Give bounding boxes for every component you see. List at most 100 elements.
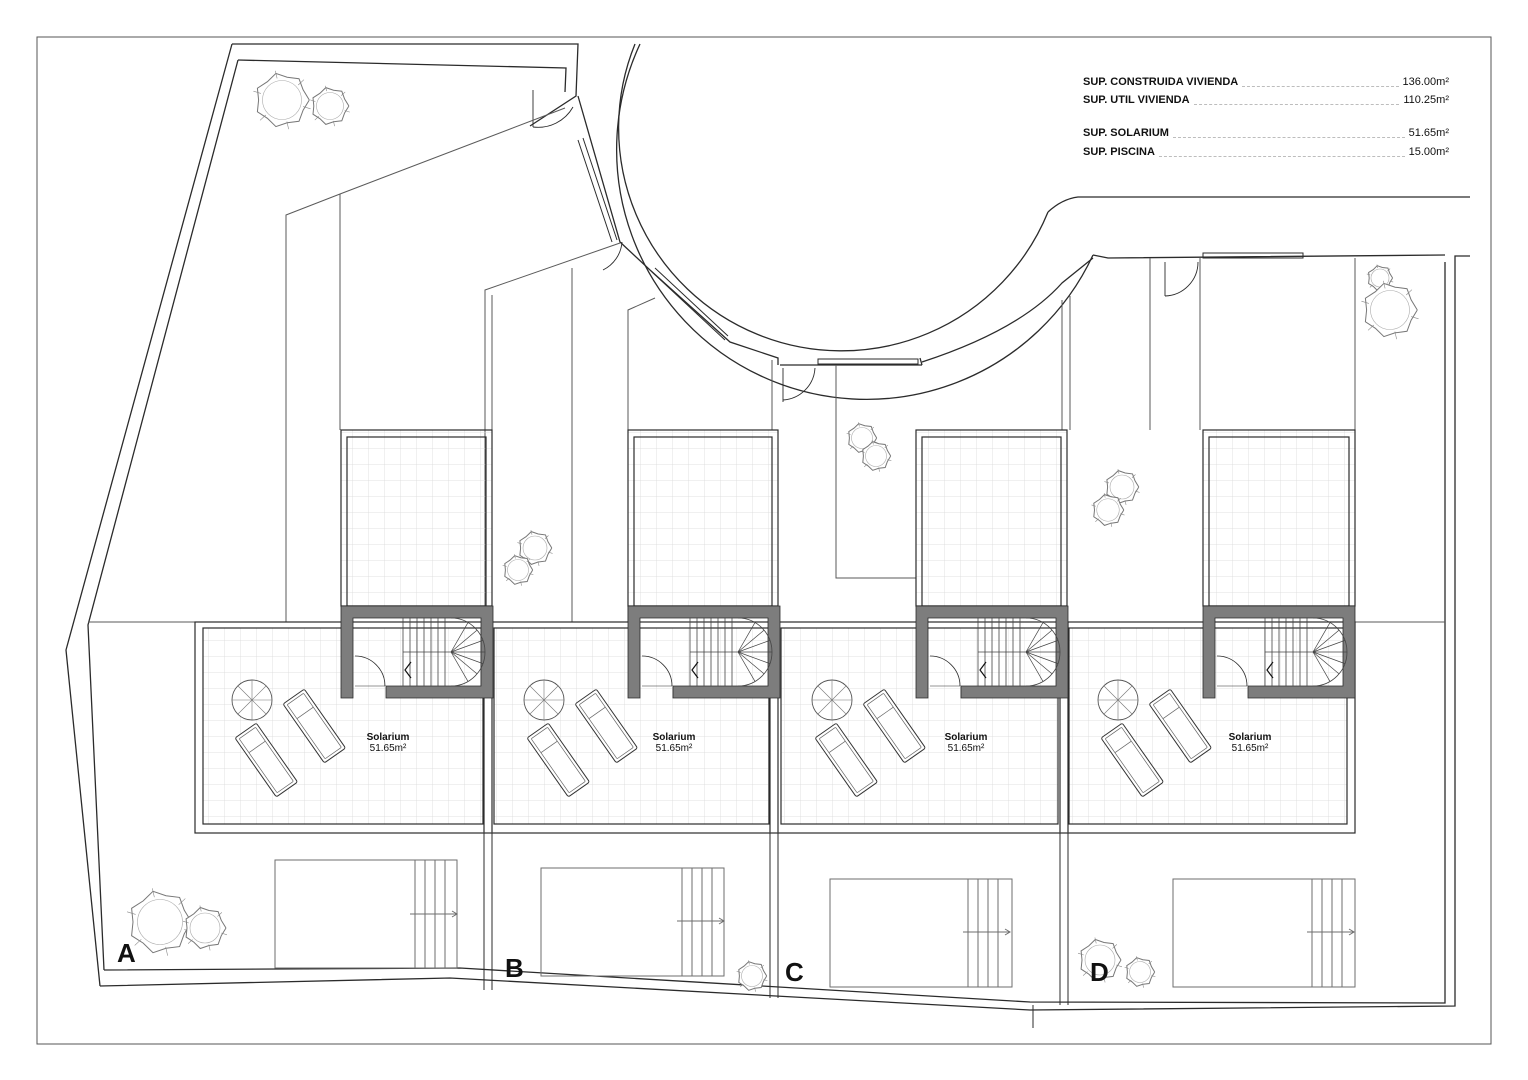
tree-inner-ring [189,912,221,944]
area-schedule-value: 15.00m² [1408,146,1449,158]
stair-core [915,605,1069,699]
tree-mark [134,939,142,946]
stair-tread [1312,651,1331,682]
stair-tread [737,622,756,653]
tree-mark [333,120,335,127]
tree-mark [275,70,278,79]
stair-core [1202,605,1356,699]
area-schedule-label: SUP. PISCINA [1083,146,1155,158]
tree-mark [1376,264,1379,269]
stair-arrow-icon [691,661,699,679]
stair-tread [1312,629,1340,653]
tree-mark [736,970,741,973]
parasol-rib [1117,685,1133,701]
lounger-frame [815,723,878,797]
tree-mark [1136,956,1138,961]
sun-lounger-icon [283,689,346,763]
stair-tread [450,622,469,653]
leader-line [1159,156,1405,157]
sun-lounger-icon [1101,723,1164,797]
tree-mark [887,459,892,462]
tree-mark [526,558,531,563]
solarium-area: 51.65m² [369,743,407,754]
tree-mark [344,110,350,113]
area-schedule-row: SUP. PISCINA 15.00m² [1083,146,1449,160]
area-schedule-label: SUP. SOLARIUM [1083,127,1169,139]
tree-inner-ring [507,559,529,581]
tree-mark [1117,468,1120,474]
tree-mark [1369,284,1373,288]
roof-terraces [340,429,1356,607]
stair-tread [737,640,771,653]
roundabout [577,43,1446,400]
stair-core [627,605,781,699]
parasol-rib [251,699,267,715]
lounger-cushion [1105,727,1160,793]
tree-inner-ring [1096,498,1120,522]
area-schedule-label: SUP. CONSTRUIDA VIVIENDA [1083,76,1239,88]
tree-mark [858,422,860,427]
tree-mark [1103,976,1106,983]
door-swings [532,90,1199,402]
solarium-label-a: Solarium 51.65m² [328,732,448,754]
stair-tread [1025,629,1053,653]
tree-icon [182,905,228,951]
window-openings [577,137,1304,365]
tree-mark [878,467,880,472]
tree-mark [341,91,346,96]
tree-inner-ring [522,535,548,561]
lower-plot-dividers [483,832,1069,1028]
lounger-cushion [531,727,586,793]
tree-mark [502,564,507,567]
solarium-label-d: Solarium 51.65m² [1190,732,1310,754]
tree-mark [763,979,768,982]
lounger-set [811,679,926,797]
lounger-hinge [828,740,846,753]
stair-tread [1025,640,1059,653]
lounger-frame [1101,723,1164,797]
stair-tread [737,651,765,675]
parasol-rib [831,699,847,715]
stair-tread [1025,651,1053,675]
tree-mark [1110,522,1113,527]
tree-icon [1124,956,1156,988]
stair-core [340,605,494,699]
tree-mark [547,551,553,554]
tree-mark [1120,513,1125,516]
lounger-hinge [1162,706,1180,719]
unit-label-a: A [117,938,136,968]
tree-mark [505,577,510,582]
tree-inner-ring [865,445,887,467]
solarium-title: Solarium [366,732,410,743]
tree-inner-ring [741,965,763,987]
tree-mark [530,529,533,535]
solarium-title: Solarium [1228,732,1272,743]
tree-icon [736,960,768,992]
tree-inner-ring [1370,290,1410,330]
tree-inner-ring [262,80,302,120]
lounger-cushion [867,693,922,759]
tree-mark [860,450,865,453]
tree-mark [178,898,186,905]
tree-mark [253,90,261,94]
solarium-title: Solarium [944,732,988,743]
stair-arrow-icon [1266,661,1274,679]
tree-icon [126,888,194,956]
leader-line [1173,137,1405,138]
parasol-rib [529,685,545,701]
door-swing [641,655,673,687]
solarium-title: Solarium [652,732,696,743]
stair-wall [340,605,494,699]
sun-lounger-icon [863,689,926,763]
tree-mark [872,440,874,445]
tree-mark [303,106,311,110]
tree-mark [1394,331,1397,340]
tree-mark [221,932,228,936]
tree-mark [884,444,889,449]
tree-mark [529,573,534,576]
tree-mark [182,920,189,924]
lounger-set [523,679,638,797]
lounger-set [231,679,346,797]
lounger-hinge [588,706,606,719]
